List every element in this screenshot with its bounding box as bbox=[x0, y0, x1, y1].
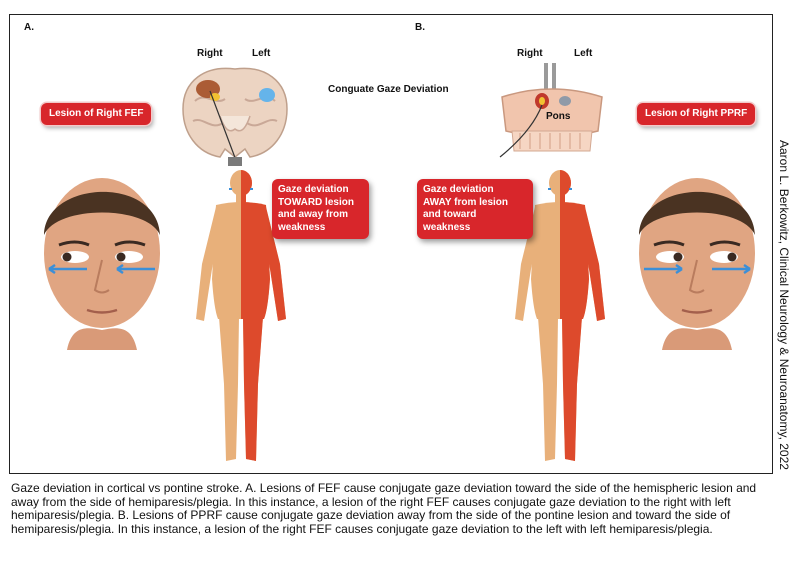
lesion-right-fef-label: Lesion of Right FEF bbox=[41, 103, 152, 125]
body-a-left-hemiparesis-illustration bbox=[196, 170, 286, 461]
gaze-away-from-lesion-note: Gaze deviation AWAY from lesion and towa… bbox=[417, 179, 533, 239]
figure-title: Conguate Gaze Deviation bbox=[328, 84, 449, 95]
panel-a-right-label: Right bbox=[197, 48, 223, 59]
author-credit: Aaron L. Berkowitz, Clinical Neurology &… bbox=[777, 140, 791, 470]
panel-a-letter: A. bbox=[24, 22, 34, 33]
lesion-right-pprf-label: Lesion of Right PPRF bbox=[637, 103, 756, 125]
brain-coronal-section-illustration bbox=[182, 67, 288, 166]
panel-b-right-label: Right bbox=[517, 48, 543, 59]
gaze-toward-lesion-note: Gaze deviation TOWARD lesion and away fr… bbox=[272, 179, 369, 239]
face-a-illustration bbox=[44, 178, 160, 350]
figure-caption: Gaze deviation in cortical vs pontine st… bbox=[11, 481, 757, 536]
pons-illustration bbox=[499, 63, 603, 158]
body-b-left-hemiparesis-illustration bbox=[515, 170, 605, 461]
figure-frame: A. Right Left Lesion of Right FEF Congua… bbox=[9, 14, 773, 474]
panel-a-left-label: Left bbox=[252, 48, 271, 59]
pons-label: Pons bbox=[546, 111, 571, 122]
panel-b-left-label: Left bbox=[574, 48, 593, 59]
panel-b-letter: B. bbox=[415, 22, 425, 33]
face-b-illustration bbox=[639, 178, 755, 350]
